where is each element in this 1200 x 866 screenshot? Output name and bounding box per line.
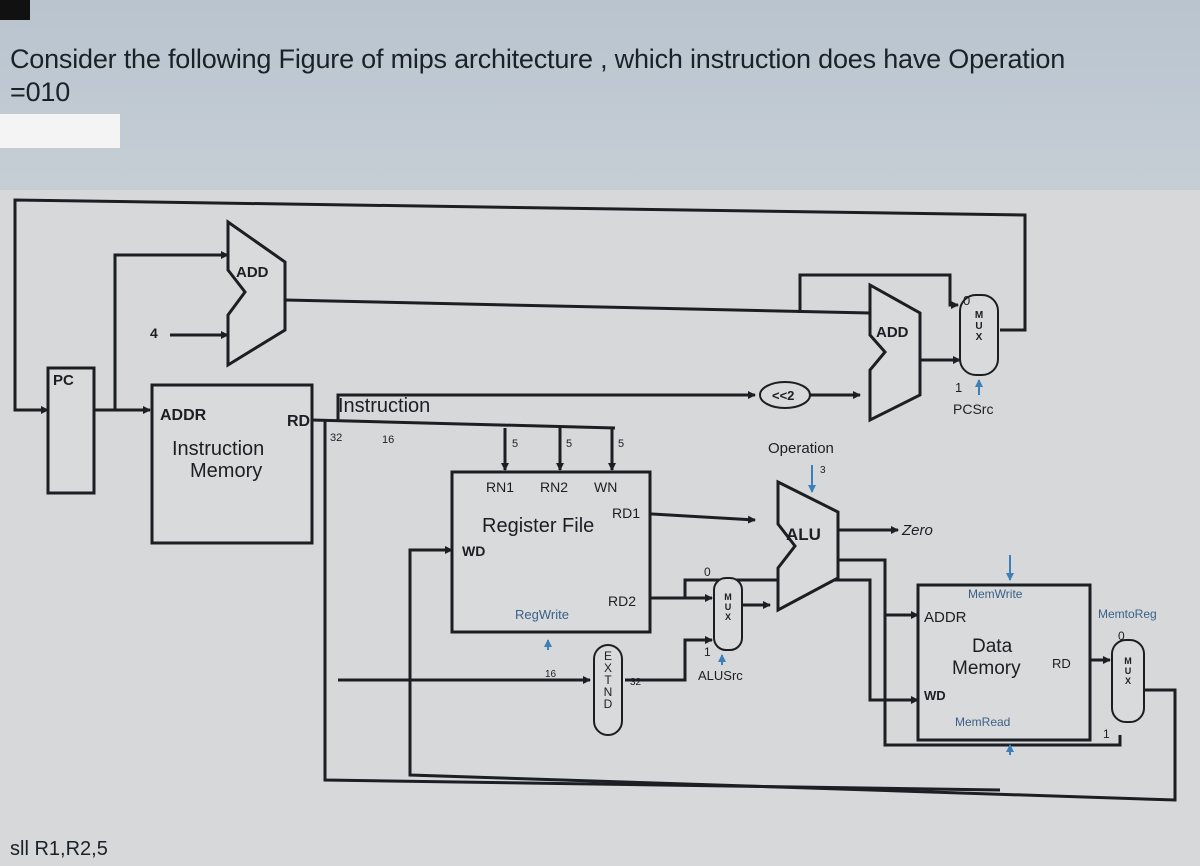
operation-width: 3 bbox=[820, 465, 826, 476]
wn-label: WN bbox=[594, 479, 617, 495]
dmem-rd-label: RD bbox=[1052, 656, 1071, 671]
imem-name-line1: Instruction bbox=[172, 438, 264, 460]
bus-width-5-b: 5 bbox=[566, 438, 572, 450]
rd2-label: RD2 bbox=[608, 593, 636, 609]
pc-register bbox=[46, 366, 96, 495]
extend-input-width: 16 bbox=[545, 669, 557, 680]
zero-label: Zero bbox=[901, 522, 933, 539]
imem-name-line2: Memory bbox=[190, 460, 262, 482]
pcsrc-mux-input-0: 0 bbox=[963, 293, 970, 308]
rn2-label: RN2 bbox=[540, 479, 568, 495]
shift-left-2-label: <<2 bbox=[772, 388, 794, 403]
data-memory bbox=[916, 583, 1092, 742]
constant-four: 4 bbox=[150, 325, 158, 341]
alusrc-mux bbox=[713, 577, 743, 651]
rn1-label: RN1 bbox=[486, 479, 514, 495]
alu-shape bbox=[776, 479, 840, 613]
register-file-label: Register File bbox=[482, 515, 594, 537]
alusrc-input-1: 1 bbox=[704, 645, 711, 659]
pcsrc-mux-input-1: 1 bbox=[955, 380, 962, 395]
imem-rd-label: RD bbox=[287, 413, 310, 430]
operation-label: Operation bbox=[768, 440, 834, 457]
dmem-name-line2: Memory bbox=[952, 658, 1021, 679]
pcsrc-label: PCSrc bbox=[953, 401, 993, 417]
black-corner-block bbox=[0, 0, 30, 20]
wires bbox=[13, 198, 1177, 802]
sign-extend-unit bbox=[593, 644, 623, 736]
bus-width-16: 16 bbox=[382, 434, 394, 446]
dmem-wd-label: WD bbox=[924, 688, 946, 703]
branch-adder-label: ADD bbox=[876, 324, 909, 341]
bus-width-5-c: 5 bbox=[618, 438, 624, 450]
alusrc-input-0: 0 bbox=[704, 565, 711, 579]
rd1-label: RD1 bbox=[612, 505, 640, 521]
dmem-addr-label: ADDR bbox=[924, 609, 967, 626]
memtoreg-input-0: 0 bbox=[1118, 629, 1125, 643]
bus-width-32: 32 bbox=[330, 432, 342, 444]
instruction-label: Instruction bbox=[338, 395, 430, 417]
pc-label: PC bbox=[53, 372, 74, 389]
bus-width-5-a: 5 bbox=[512, 438, 518, 450]
memtoreg-mux bbox=[1111, 639, 1145, 723]
shift-left-2 bbox=[759, 381, 811, 409]
imem-addr-label: ADDR bbox=[160, 407, 207, 424]
answer-option[interactable]: sll R1,R2,5 bbox=[10, 838, 108, 860]
pc-adder-shape bbox=[226, 219, 287, 368]
alu-label: ALU bbox=[786, 525, 821, 544]
memread-label: MemRead bbox=[955, 715, 1010, 729]
question-text: Consider the following Figure of mips ar… bbox=[10, 44, 1065, 108]
memwrite-label: MemWrite bbox=[968, 587, 1023, 601]
regwrite-label: RegWrite bbox=[515, 607, 569, 622]
extend-output-width: 32 bbox=[630, 677, 642, 688]
pcsrc-mux bbox=[959, 294, 999, 376]
alusrc-label: ALUSrc bbox=[698, 668, 743, 683]
question-line-2: =010 bbox=[10, 77, 71, 107]
instruction-memory bbox=[150, 383, 314, 545]
pc-adder-label: ADD bbox=[236, 264, 269, 281]
dmem-name-line1: Data bbox=[972, 636, 1013, 657]
register-file bbox=[450, 470, 652, 634]
memtoreg-label: MemtoReg bbox=[1098, 607, 1157, 621]
branch-adder-shape bbox=[868, 282, 922, 423]
regfile-wd-label: WD bbox=[462, 543, 485, 559]
question-line-1: Consider the following Figure of mips ar… bbox=[10, 44, 1066, 74]
memtoreg-input-1: 1 bbox=[1103, 727, 1110, 741]
redacted-area bbox=[0, 114, 120, 148]
